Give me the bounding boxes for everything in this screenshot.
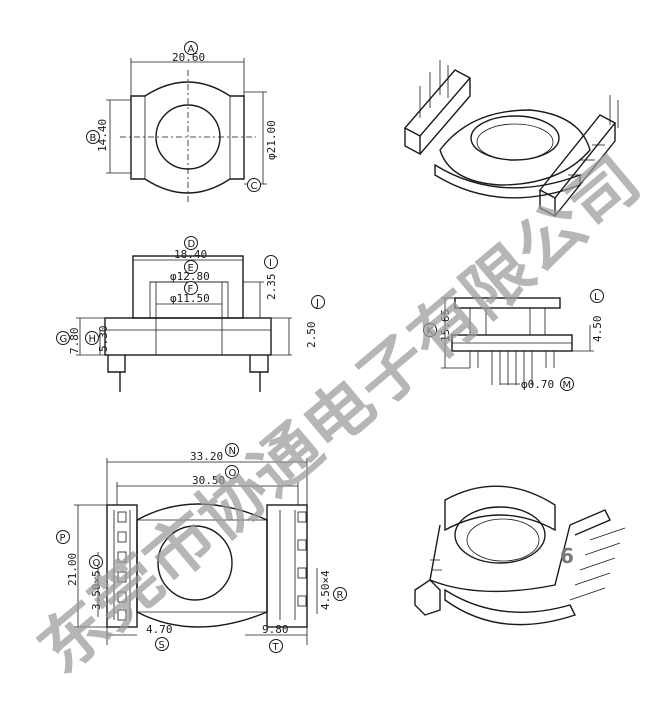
bubble-p: P bbox=[60, 533, 66, 544]
dim-i-value: 2.35 bbox=[265, 274, 278, 301]
isometric-view-top bbox=[403, 60, 619, 218]
dim-o-value: 30.50 bbox=[192, 474, 225, 487]
dim-g-value: 7.80 bbox=[68, 328, 81, 355]
bubble-q: Q bbox=[93, 558, 101, 569]
bubble-t: T bbox=[272, 642, 280, 653]
dim-d-value: 18.40 bbox=[174, 248, 207, 261]
bubble-j: J bbox=[315, 298, 319, 309]
dim-m-value: φ0.70 bbox=[521, 378, 554, 391]
dim-s-value: 4.70 bbox=[146, 623, 173, 636]
dim-h-value: 5.30 bbox=[97, 326, 110, 353]
dim-p-value: 21.00 bbox=[66, 553, 79, 586]
isometric-view-bottom: 6 bbox=[414, 485, 626, 626]
bubble-f: F bbox=[188, 284, 194, 295]
dim-c-value: φ21.00 bbox=[265, 120, 278, 160]
bubble-n: N bbox=[229, 446, 236, 457]
dim-e-value: φ12.80 bbox=[170, 270, 210, 283]
bubble-a: A bbox=[188, 44, 195, 55]
company-watermark: 东莞市协通电子有限公司 bbox=[25, 143, 655, 688]
end-view: 15.65 K 4.50 L φ0.70 M bbox=[423, 289, 604, 391]
bubble-c: C bbox=[251, 181, 258, 192]
bubble-l: L bbox=[594, 292, 600, 303]
page-number: 6 bbox=[560, 544, 574, 568]
bubble-s: S bbox=[159, 640, 165, 651]
bubble-r: R bbox=[337, 590, 344, 601]
dim-n-value: 33.20 bbox=[190, 450, 223, 463]
dim-r-value: 4.50×4 bbox=[319, 570, 332, 610]
bubble-b: B bbox=[90, 133, 97, 144]
bubble-o: O bbox=[229, 468, 237, 479]
dim-t-value: 9.80 bbox=[262, 623, 289, 636]
dim-j-value: 2.50 bbox=[305, 322, 318, 349]
side-view: 18.40 D φ12.80 E φ11.50 F 2.35 I 2.50 J … bbox=[56, 236, 325, 392]
top-view: 20.60 A 14.40 B φ21.00 C bbox=[86, 41, 278, 203]
dim-k-value: 15.65 bbox=[439, 309, 452, 342]
bubble-k: K bbox=[427, 326, 434, 337]
bubble-m: M bbox=[563, 380, 572, 391]
bubble-g: G bbox=[60, 334, 68, 345]
bubble-i: I bbox=[269, 258, 272, 269]
dim-f-value: φ11.50 bbox=[170, 292, 210, 305]
dim-b-value: 14.40 bbox=[96, 119, 109, 152]
bubble-d: D bbox=[188, 239, 196, 250]
bubble-e: E bbox=[188, 263, 194, 274]
dim-a-value: 20.60 bbox=[172, 51, 205, 64]
dim-l-value: 4.50 bbox=[591, 316, 604, 343]
dim-q-value: 3.50×5 bbox=[90, 570, 103, 610]
bottom-view: 33.20 N 30.50 O 21.00 P 3.50×5 Q 4.50×4 … bbox=[56, 443, 347, 653]
bubble-h: H bbox=[89, 334, 97, 345]
